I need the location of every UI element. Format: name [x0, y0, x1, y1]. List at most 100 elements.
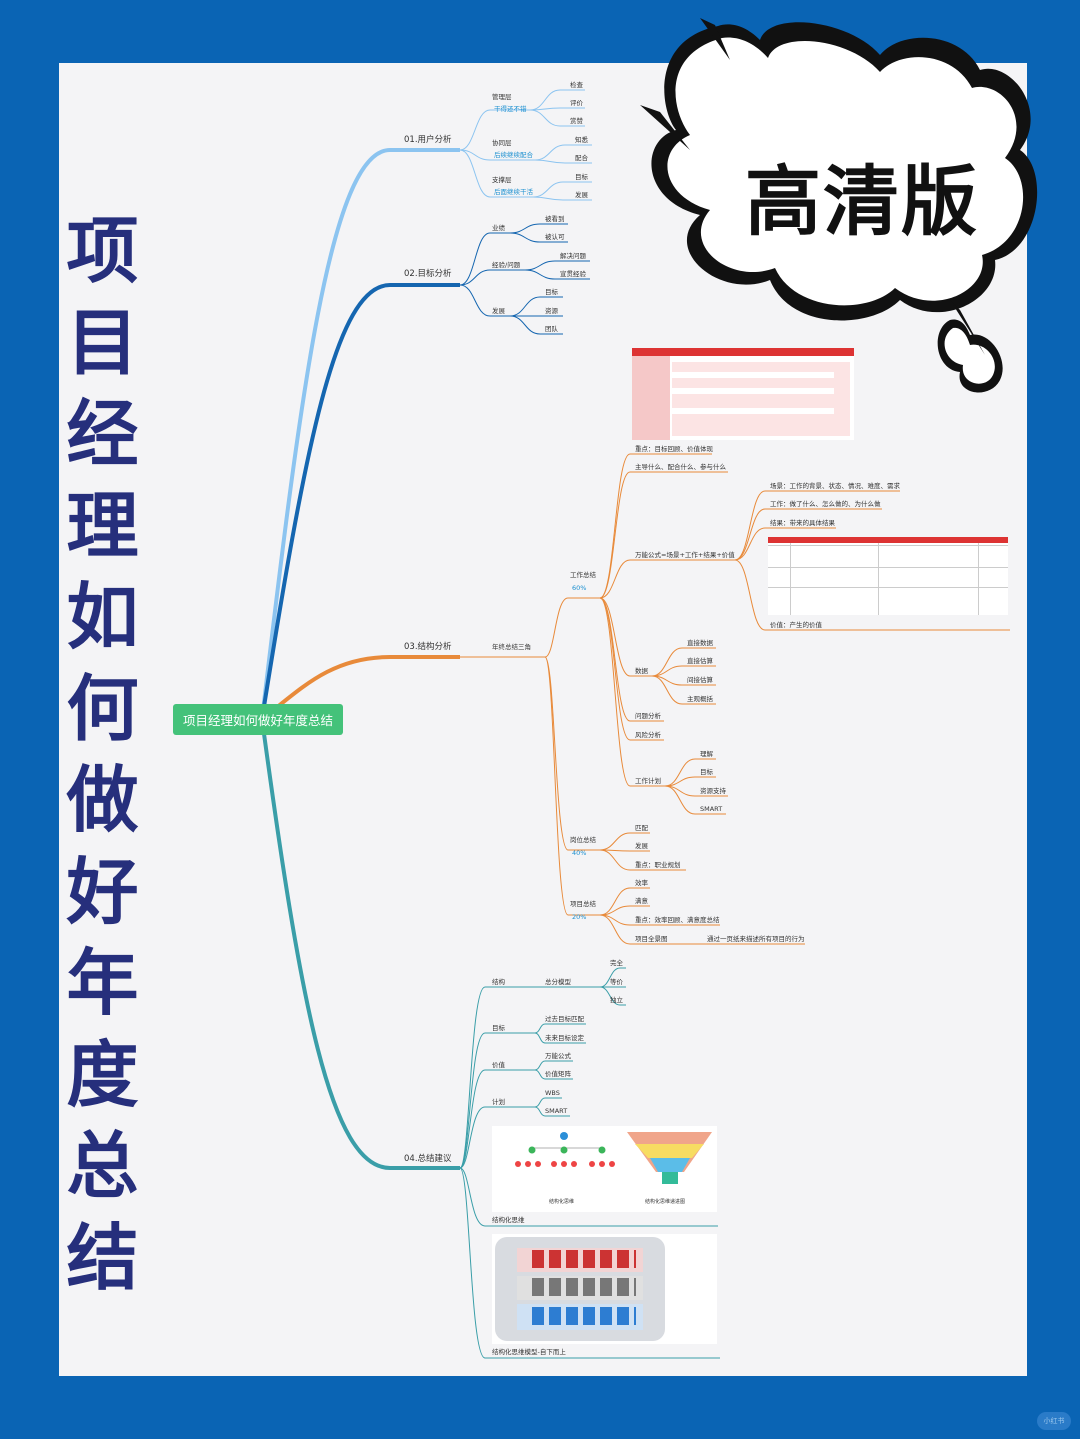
leaf[interactable]: 独立 — [610, 996, 623, 1004]
title-char: 目 — [66, 299, 139, 385]
node-struct-think[interactable]: 结构化思维 — [492, 1216, 525, 1224]
branch-01[interactable]: 01.用户分析 — [404, 135, 452, 145]
leaf[interactable]: 等价 — [610, 978, 623, 986]
leaf[interactable]: 重点：职业规划 — [635, 861, 681, 869]
node-data[interactable]: 数据 — [635, 667, 648, 675]
tag-mgmt: 干得还不错 — [494, 105, 527, 113]
leaf[interactable]: SMART — [545, 1107, 568, 1115]
leaf[interactable]: 工作：做了什么、怎么做的、为什么做 — [770, 500, 881, 508]
tag-support: 后面继续干活 — [494, 188, 533, 196]
leaf[interactable]: 匹配 — [635, 824, 648, 832]
node-plan4[interactable]: 计划 — [492, 1098, 505, 1106]
branch-line-04 — [260, 718, 460, 1170]
leaf[interactable]: 主观概括 — [687, 695, 713, 703]
leaf[interactable]: 目标 — [545, 288, 558, 296]
leaf[interactable]: 未来目标设定 — [545, 1034, 584, 1042]
leaf[interactable]: SMART — [700, 805, 723, 813]
leaf[interactable]: 配合 — [575, 154, 588, 162]
leaf[interactable]: 资源支持 — [700, 787, 726, 795]
node-support[interactable]: 支撑层 — [492, 176, 512, 184]
leaf[interactable]: 直接数据 — [687, 639, 713, 647]
branch-line-01 — [260, 148, 460, 720]
leaf[interactable]: 直接估算 — [687, 657, 713, 665]
structure-model-image — [492, 1234, 717, 1344]
branch-04[interactable]: 04.总结建议 — [404, 1154, 452, 1164]
branch-02[interactable]: 02.目标分析 — [404, 269, 452, 279]
leaf[interactable]: 效率 — [635, 879, 648, 887]
node-problem[interactable]: 问题分析 — [635, 712, 661, 720]
title-char: 结 — [66, 1214, 139, 1300]
title-char: 如 — [66, 574, 139, 659]
branch-line-02 — [260, 283, 460, 720]
title-char: 理 — [66, 482, 139, 568]
leaf[interactable]: 宣贯经验 — [560, 270, 586, 278]
leaf[interactable]: WBS — [545, 1089, 560, 1097]
leaf[interactable]: 检查 — [570, 81, 583, 89]
tag-coop: 后续继续配合 — [494, 151, 533, 159]
leaf[interactable]: 知悉 — [575, 136, 588, 144]
leaf[interactable]: 重点：效率回顾、满意度总结 — [635, 916, 720, 924]
leaf[interactable]: 满意 — [635, 897, 648, 905]
node-struct-sub[interactable]: 总分模型 — [545, 978, 571, 986]
leaf[interactable]: 被认可 — [545, 233, 565, 241]
leaf[interactable]: 价值矩阵 — [545, 1070, 571, 1078]
leaf[interactable]: 赏赞 — [570, 117, 583, 125]
structure-thinking-image: 结构化思维 结构化思维递进图 — [492, 1126, 717, 1212]
leaf[interactable]: 间接估算 — [687, 676, 713, 684]
branch-03[interactable]: 03.结构分析 — [404, 642, 452, 652]
formula-table-image — [768, 537, 1008, 615]
cloud-badge — [640, 18, 1038, 393]
leaf[interactable]: 项目全景图 — [635, 935, 668, 943]
pct-work: 60% — [572, 584, 587, 592]
node-formula[interactable]: 万能公式=场景+工作+结果+价值 — [635, 551, 735, 559]
leaf[interactable]: 被看到 — [545, 215, 565, 223]
leaf[interactable]: 目标 — [575, 173, 588, 181]
leaf[interactable]: 发展 — [635, 842, 648, 850]
node-dev[interactable]: 发展 — [492, 307, 505, 315]
leaf[interactable]: 场景：工作的背景、状态、情况、难度、需求 — [770, 482, 900, 490]
leaf[interactable]: 解决问题 — [560, 252, 586, 260]
leaf[interactable]: 发展 — [575, 191, 588, 199]
node-proj-sum[interactable]: 项目总结 — [570, 900, 596, 908]
node-post-sum[interactable]: 岗位总结 — [570, 836, 596, 844]
leaf-note[interactable]: 通过一页纸来描述所有项目的行为 — [707, 935, 805, 943]
node-triangle[interactable]: 年终总结三角 — [492, 643, 531, 651]
leaf[interactable]: 完全 — [610, 959, 623, 967]
root-node[interactable]: 项目经理如何做好年度总结 — [173, 704, 343, 735]
img-caption-b: 结构化思维递进图 — [645, 1199, 686, 1205]
node-goal[interactable]: 目标 — [492, 1024, 505, 1032]
pct-proj: 20% — [572, 913, 587, 921]
node-work-sum[interactable]: 工作总结 — [570, 571, 596, 579]
leaf[interactable]: 价值：产生的价值 — [770, 621, 822, 629]
leaf[interactable]: 理解 — [700, 750, 713, 758]
node-exp[interactable]: 经验/问题 — [492, 261, 521, 269]
node-perf[interactable]: 业绩 — [492, 224, 505, 232]
node-main-q[interactable]: 主导什么、配合什么、参与什么 — [635, 463, 726, 471]
node-struct[interactable]: 结构 — [492, 978, 505, 986]
node-struct-model[interactable]: 结构化思维模型-自下而上 — [492, 1348, 566, 1356]
node-risk[interactable]: 风险分析 — [635, 731, 661, 739]
node-coop[interactable]: 协同层 — [492, 139, 512, 147]
leaf[interactable]: 结果：带来的具体结果 — [770, 519, 835, 527]
leaf[interactable]: 万能公式 — [545, 1052, 571, 1060]
node-focus1[interactable]: 重点：目标回顾、价值体现 — [635, 445, 713, 453]
node-plan[interactable]: 工作计划 — [635, 777, 661, 785]
node-mgmt[interactable]: 管理层 — [492, 93, 512, 101]
node-value[interactable]: 价值 — [492, 1061, 505, 1069]
title-char: 度 — [66, 1031, 139, 1117]
leaf[interactable]: 团队 — [545, 325, 558, 333]
structure-tree-illustration — [515, 1132, 712, 1184]
title-char: 好 — [66, 848, 139, 934]
leaf[interactable]: 评价 — [570, 99, 583, 107]
page-title: 项目经理如何做好年度总结 — [60, 205, 145, 1303]
leaf[interactable]: 资源 — [545, 307, 558, 315]
leaf[interactable]: 目标 — [700, 768, 713, 776]
title-char: 总 — [66, 1123, 139, 1208]
img-caption-a: 结构化思维 — [549, 1199, 575, 1205]
title-char: 项 — [66, 208, 139, 293]
pct-post: 40% — [572, 849, 587, 857]
title-char: 年 — [66, 940, 139, 1025]
leaf[interactable]: 过去目标匹配 — [545, 1015, 584, 1023]
hd-badge-text: 高清版 — [745, 157, 979, 246]
